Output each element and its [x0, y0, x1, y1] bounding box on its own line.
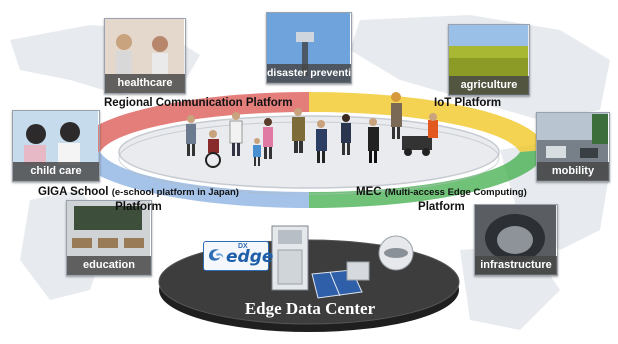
giga-platform-note: (e-school platform in Japan) [111, 187, 239, 198]
regional-platform-label: Regional Communication Platform [104, 97, 293, 109]
tile-healthcare-label: healthcare [105, 74, 185, 93]
edge-data-center-label: Edge Data Center [244, 299, 376, 318]
giga-platform-suffix: Platform [115, 201, 162, 213]
tile-healthcare: healthcare [104, 18, 186, 94]
giga-platform-title: GIGA School [38, 186, 109, 198]
tile-disaster-prevention-label: disaster prevention [267, 64, 351, 83]
person-student [341, 114, 351, 155]
person-child [253, 138, 261, 166]
giga-platform-label: GIGA School (e-school platform in Japan)… [38, 185, 239, 214]
tile-child-care: child care [12, 110, 100, 182]
platform-disc [118, 115, 500, 189]
server-cabinet [271, 225, 309, 291]
person-firefighter [292, 108, 305, 153]
person-police [316, 120, 327, 163]
tile-agriculture: agriculture [448, 24, 530, 96]
tile-infrastructure-label: infrastructure [475, 256, 557, 275]
person-elderly [186, 115, 196, 156]
tile-agriculture-label: agriculture [449, 76, 529, 95]
tile-disaster-prevention: disaster prevention [266, 12, 352, 84]
ring-yellow-arc [309, 91, 545, 152]
mec-platform-label: MEC (Multi-access Edge Computing) Platfo… [356, 185, 527, 214]
person-wheelchair [205, 130, 221, 168]
ring-blue-arc [75, 150, 309, 208]
platform-ring [75, 91, 545, 209]
people-group [186, 92, 438, 168]
antenna-dish [346, 235, 414, 281]
person-doctor [229, 112, 243, 156]
robot-cart [402, 113, 438, 156]
person-farmer [391, 92, 402, 139]
ring-green-arc [309, 150, 545, 209]
dx-edge-logo: DX edge [203, 241, 273, 271]
tile-infrastructure: infrastructure [474, 204, 558, 276]
tile-child-care-label: child care [13, 162, 99, 181]
logo-edge-text: edge [226, 247, 274, 267]
logo-dx-text: DX [238, 243, 248, 250]
mec-platform-title: MEC [356, 186, 382, 198]
mec-platform-suffix: Platform [418, 201, 465, 213]
mec-platform-note: (Multi-access Edge Computing) [384, 187, 527, 198]
tile-education: education [66, 200, 152, 276]
tile-education-label: education [67, 256, 151, 275]
tile-mobility-label: mobility [537, 162, 609, 181]
person-woman [263, 118, 273, 159]
person-businessman [368, 118, 379, 163]
iot-platform-label: IoT Platform [434, 97, 502, 109]
tile-mobility: mobility [536, 112, 610, 182]
dx-edge-mark-icon [209, 249, 224, 261]
ring-red-arc [75, 92, 309, 152]
